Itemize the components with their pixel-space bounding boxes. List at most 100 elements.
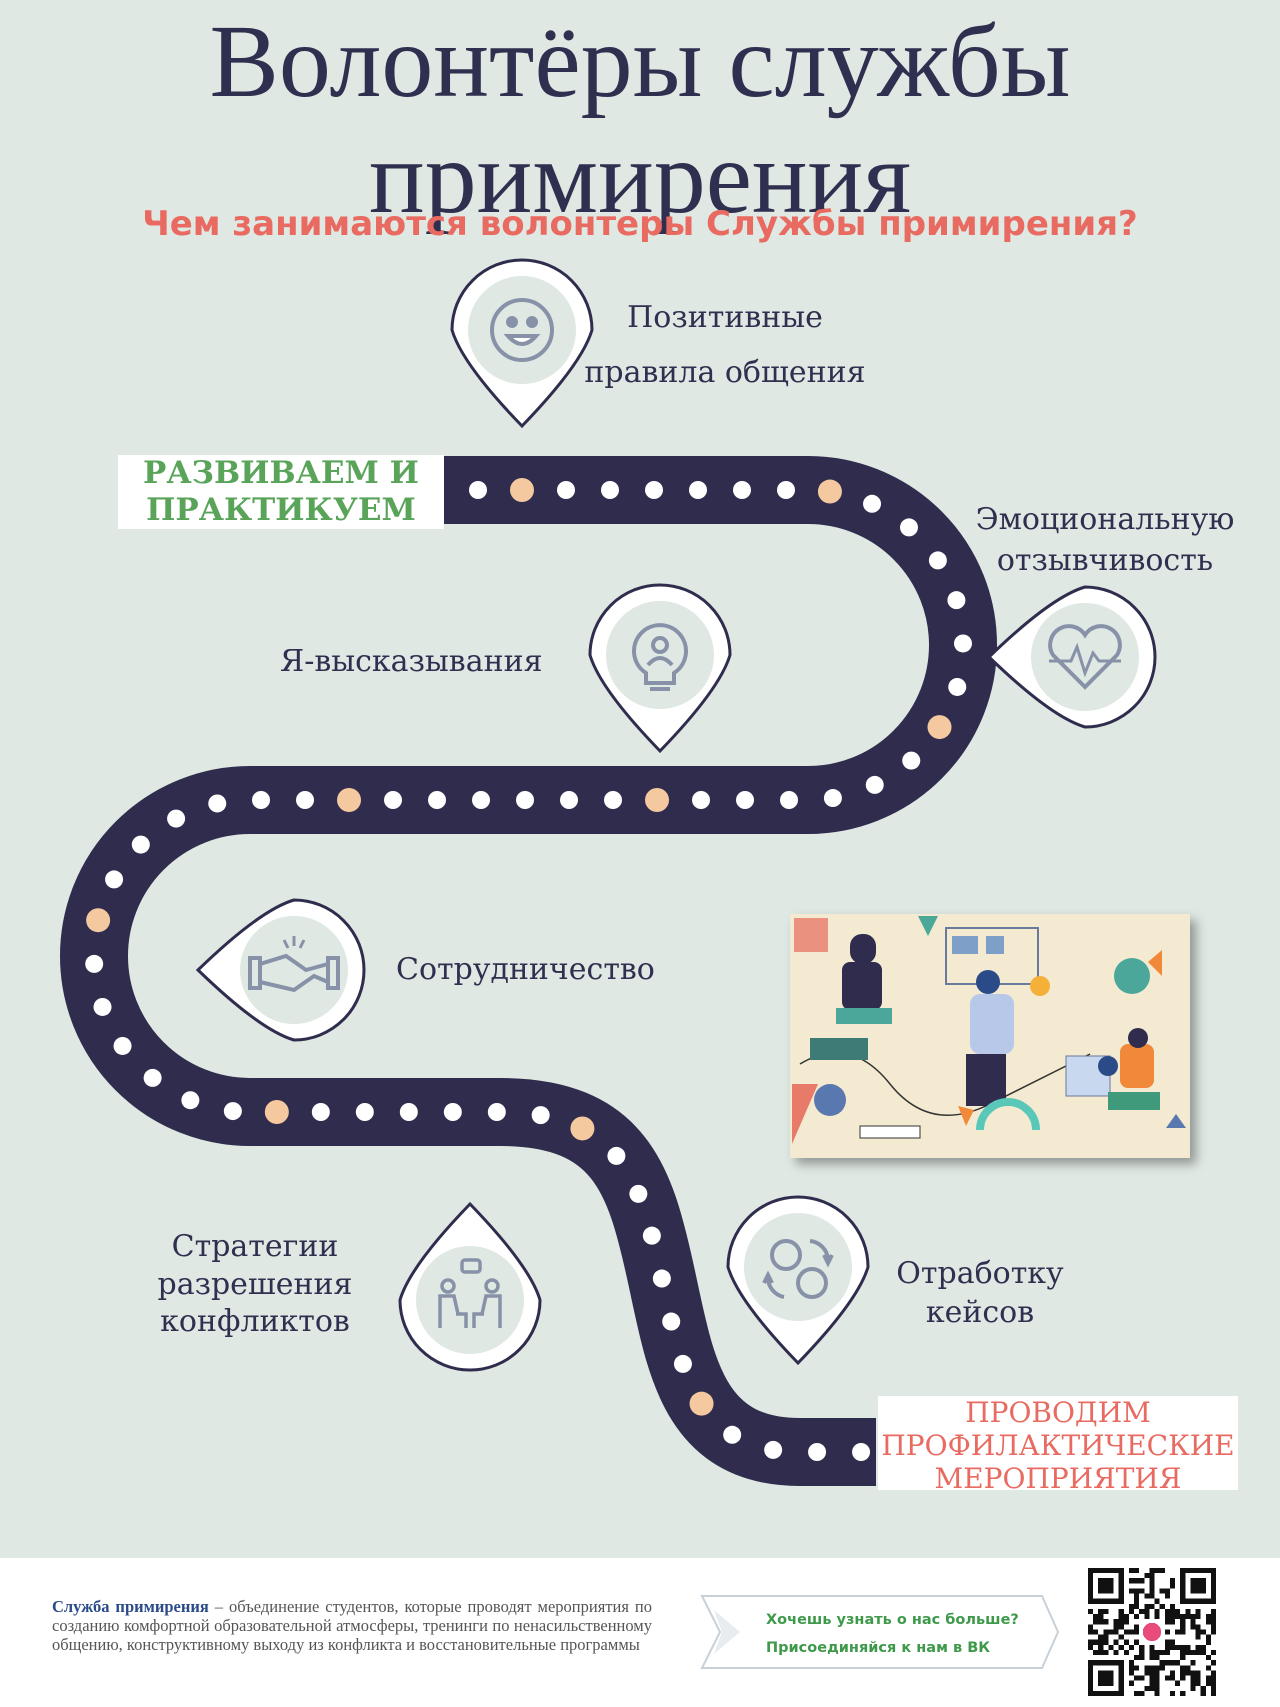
road-dot: [601, 481, 619, 499]
pin-cooperation: [195, 898, 366, 1042]
road-milestone-dot: [510, 478, 534, 502]
road-milestone-dot: [264, 1100, 289, 1124]
road-dot: [629, 1184, 648, 1203]
road-dot: [777, 481, 795, 499]
road-milestone-dot: [817, 479, 842, 504]
road-milestone-dot: [570, 1116, 595, 1141]
road-milestone-dot: [645, 788, 670, 813]
road-milestone-dot: [86, 908, 111, 933]
road-dot: [652, 1269, 671, 1288]
title-line-2: примирения: [368, 120, 912, 235]
pin-positive-rules: [450, 258, 594, 429]
handshake-icon: [248, 936, 340, 993]
road-milestone-dot: [927, 715, 952, 740]
road-dot: [252, 791, 271, 809]
road-dot: [863, 494, 882, 513]
item-positive-rules-line1: Позитивные: [627, 300, 823, 335]
road-dot: [399, 1103, 418, 1121]
banner-end-line2: ПРОФИЛАКТИЧЕСКИЕ: [881, 1429, 1235, 1462]
road-dot: [296, 791, 315, 809]
road-dot: [131, 835, 150, 854]
title-line-1: Волонтёры службы: [209, 4, 1071, 119]
footer-description: Служба примирения – объединение студенто…: [52, 1597, 652, 1654]
item-i-statements: Я-высказывания: [280, 642, 570, 683]
road-dot: [645, 481, 663, 499]
road-dot: [557, 481, 575, 499]
road-dot: [428, 791, 447, 809]
road-dot: [723, 1425, 742, 1444]
road-dot: [604, 791, 623, 810]
banner-start-line2: ПРАКТИКУЕМ: [146, 492, 416, 528]
road-dot: [673, 1354, 692, 1373]
road-dot: [736, 791, 755, 810]
item-cases: Отработку кейсов: [880, 1254, 1080, 1332]
footer-text: – объединение студентов, которые проводя…: [52, 1597, 652, 1654]
road-dot: [899, 518, 918, 537]
road-dot: [902, 751, 921, 770]
road-dot: [780, 791, 799, 810]
pin-strategies: [398, 1201, 542, 1372]
banner-end-line3: МЕРОПРИЯТИЯ: [934, 1462, 1182, 1495]
road-dot: [764, 1440, 783, 1459]
road-dot: [560, 791, 579, 809]
road-dot: [662, 1312, 681, 1331]
road-dot: [311, 1103, 330, 1121]
page-title: Волонтёры службы примирения: [0, 4, 1280, 236]
road-dot: [852, 1443, 871, 1461]
item-i-statements-line1: Я-высказывания: [280, 644, 543, 679]
item-cases-line1: Отработку: [896, 1256, 1064, 1291]
cta-arrow-shape: [700, 1595, 1060, 1669]
road-dot: [105, 870, 124, 889]
road-dot: [948, 677, 967, 696]
lightbulb-person-icon: [632, 623, 688, 691]
item-emotional-line2: отзывчивость: [996, 542, 1214, 578]
road-dot: [143, 1068, 162, 1087]
road-dot: [865, 775, 884, 794]
volunteers-illustration: [790, 914, 1190, 1158]
road-dot: [642, 1226, 661, 1245]
pin-cases: [726, 1195, 870, 1366]
road-dot: [443, 1103, 462, 1121]
item-strategies: Стратегии разрешения конфликтов: [140, 1228, 370, 1341]
banner-end: ПРОВОДИМ ПРОФИЛАКТИЧЕСКИЕ МЕРОПРИЯТИЯ: [878, 1396, 1238, 1495]
road-dot: [181, 1091, 200, 1110]
item-cooperation: Сотрудничество: [396, 950, 696, 991]
road-dot: [487, 1103, 506, 1121]
footer-lead: Служба примирения: [52, 1597, 209, 1616]
road-dot: [953, 634, 972, 653]
banner-start: РАЗВИВАЕМ И ПРАКТИКУЕМ: [118, 455, 444, 529]
page-subtitle: Чем занимаются волонтеры Службы примирен…: [142, 204, 1138, 244]
qr-logo-icon: [1142, 1622, 1162, 1642]
pin-emotional: [986, 585, 1157, 729]
road-dot: [607, 1146, 626, 1165]
road-milestone-dot: [337, 788, 362, 812]
pin-i-statements: [588, 583, 732, 754]
road-dot: [469, 481, 487, 499]
road-dot: [167, 809, 186, 828]
item-cooperation-line1: Сотрудничество: [396, 952, 655, 987]
chevron-right-icon: [714, 1610, 740, 1654]
cta-line1: Хочешь узнать о нас больше?: [766, 1612, 1019, 1628]
banner-end-line1: ПРОВОДИМ: [965, 1396, 1151, 1429]
cta-line2: Присоединяйся к нам в ВК: [766, 1640, 991, 1656]
road-dot: [472, 791, 491, 809]
qr-code[interactable]: [1088, 1568, 1216, 1696]
road-dot: [113, 1036, 132, 1055]
vk-cta[interactable]: Хочешь узнать о нас больше? Присоединяйс…: [700, 1590, 1060, 1674]
road-dot: [531, 1106, 550, 1125]
road-dot: [223, 1102, 242, 1121]
item-strategies-line1: Стратегии: [171, 1229, 339, 1264]
road-dot: [689, 481, 707, 499]
road-dot: [516, 791, 535, 809]
road-dot: [85, 954, 104, 973]
item-positive-rules: Позитивные правила общения: [560, 298, 890, 393]
road-dot: [692, 791, 711, 810]
item-cases-line2: кейсов: [925, 1295, 1035, 1330]
road-dots: [85, 478, 972, 1461]
road-dot: [208, 794, 227, 813]
road-milestone-dot: [689, 1391, 714, 1416]
road-dot: [823, 789, 842, 808]
road-dot: [928, 551, 947, 570]
